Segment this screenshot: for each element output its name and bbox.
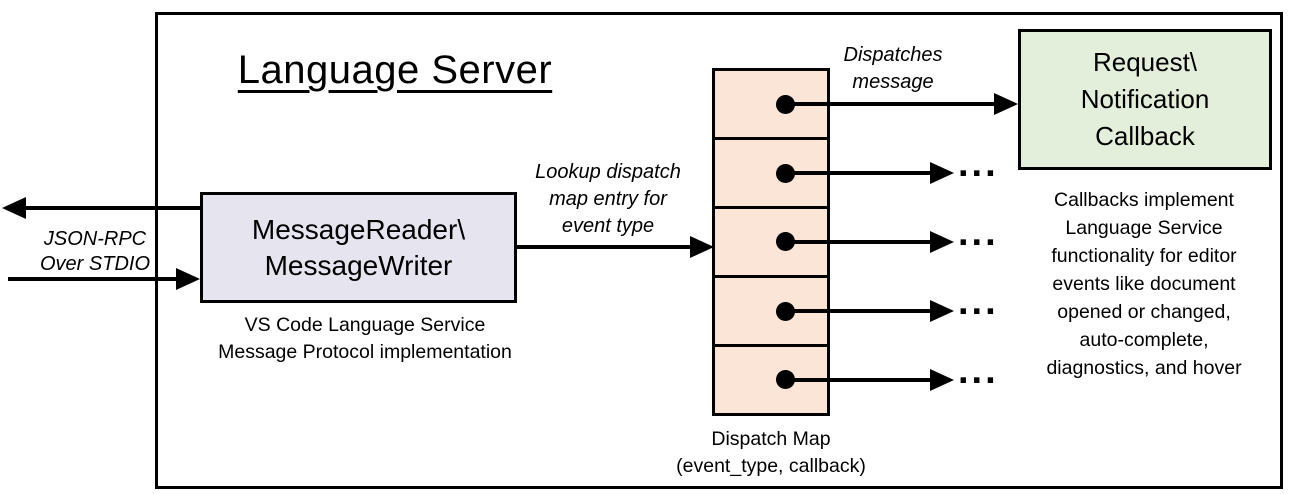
- stdio-in-arrow-line: [8, 277, 180, 281]
- json-rpc-label: JSON-RPC Over STDIO: [39, 228, 150, 275]
- arrow-right-icon: [690, 236, 714, 258]
- callback-description: Callbacks implement Language Service fun…: [1046, 189, 1242, 379]
- lookup-label: Lookup dispatch map entry for event type: [535, 161, 681, 237]
- arrow-right-icon: [930, 162, 954, 184]
- dispatch-wire-line: [786, 309, 932, 313]
- dispatch-entry-dot: [776, 370, 795, 389]
- message-reader-writer-label: MessageReader\ MessageWriter: [251, 213, 466, 281]
- lookup-arrow-line: [517, 245, 692, 249]
- dispatch-entry-dot: [776, 164, 795, 183]
- arrow-right-icon: [176, 268, 200, 290]
- request-notification-callback-node: Request\ Notification Callback: [1018, 29, 1272, 170]
- arrow-right-icon: [930, 300, 954, 322]
- dispatch-wire-line: [786, 102, 996, 106]
- ellipsis-label: ...: [958, 212, 999, 254]
- callback-label: Request\ Notification Callback: [1080, 47, 1210, 151]
- dispatch-wire-line: [786, 378, 932, 382]
- dispatch-entry-dot: [776, 232, 795, 251]
- arrow-right-icon: [930, 231, 954, 253]
- arrow-right-icon: [994, 93, 1018, 115]
- language-server-box: [155, 12, 1283, 489]
- ellipsis-label: ...: [958, 281, 999, 323]
- page-title: Language Server: [237, 48, 553, 92]
- stdio-out-arrow-line: [22, 206, 200, 210]
- dispatch-entry-dot: [776, 302, 795, 321]
- dispatch-entry-dot: [776, 95, 795, 114]
- arrow-left-icon: [2, 197, 26, 219]
- dispatch-map-caption: Dispatch Map (event_type, callback): [676, 428, 866, 477]
- dispatches-label: Dispatches message: [843, 44, 943, 93]
- ellipsis-label: ...: [958, 143, 999, 185]
- arrow-right-icon: [930, 369, 954, 391]
- dispatch-wire-line: [786, 171, 932, 175]
- message-reader-writer-node: MessageReader\ MessageWriter: [200, 192, 517, 303]
- dispatch-wire-line: [786, 240, 932, 244]
- ellipsis-label: ...: [958, 350, 999, 392]
- reader-caption: VS Code Language Service Message Protoco…: [218, 314, 512, 363]
